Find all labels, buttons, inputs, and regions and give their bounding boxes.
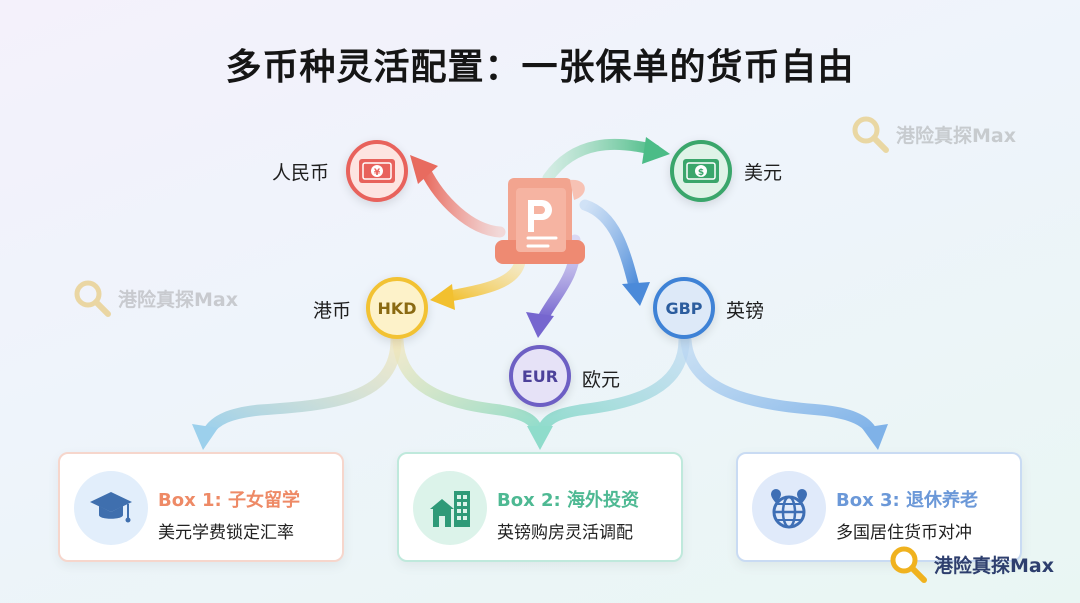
arrow-to-hkd [439,256,526,303]
box-subtitle: 多国居住货币对冲 [836,523,972,543]
arrowhead-cny [410,155,438,184]
gbp-label: 英镑 [726,300,765,322]
arrowhead-box3 [862,424,888,450]
box-subtitle: 美元学费锁定汇率 [158,523,294,543]
eur-label: 欧元 [582,369,621,391]
box-icon-circle [74,471,148,545]
eur-node: EUR [509,345,571,407]
banknote-yuan-icon: ¥ [359,159,395,183]
box-title: Box 1: 子女留学 [158,490,300,511]
arrowhead-gbp [622,282,650,306]
magnifier-icon [852,116,889,153]
flow-hkd-box2 [392,334,544,438]
box-title: Box 2: 海外投资 [497,490,639,511]
watermark-text: 港险真探Max [896,124,1016,147]
flow-hkd-box1 [202,334,402,438]
arrow-to-gbp [579,199,641,296]
arrow-to-cny [419,164,506,238]
box-subtitle: 英镑购房灵活调配 [497,523,633,543]
flow-gbp-box3 [680,334,878,438]
usd-node: $ [670,140,732,202]
arrowhead-hkd [430,284,455,310]
box-icon-circle [752,471,826,545]
arrowhead-box2 [527,426,553,450]
watermark-text: 港险真探Max [118,288,238,311]
cny-label: 人民币 [272,162,330,184]
box-title: Box 3: 退休养老 [836,490,978,511]
watermark-bottom-right: 港险真探Max [888,544,1054,584]
box-icon-circle [413,471,487,545]
box-study-abroad: Box 1: 子女留学 美元学费锁定汇率 [58,452,344,562]
flow-gbp-box2 [536,334,690,438]
globe-pin-icon [771,489,807,529]
eur-code: EUR [521,366,559,386]
arrow-to-usd [542,138,661,184]
banknote-dollar-icon: $ [683,159,719,183]
gbp-node: GBP [653,277,715,339]
hkd-node: HKD [366,277,428,339]
arrowhead-eur [526,312,554,338]
hkd-code: HKD [377,298,417,318]
box-retirement: Box 3: 退休养老 多国居住货币对冲 [736,452,1022,562]
watermark-text: 港险真探Max [934,554,1054,577]
page-title: 多币种灵活配置：一张保单的货币自由 [225,47,855,88]
graduation-cap-icon [90,492,132,523]
watermark-left: 港险真探Max [72,278,238,318]
usd-label: 美元 [744,162,783,184]
gbp-code: GBP [665,298,703,318]
arrowhead-box1 [192,424,218,450]
watermark-top-right: 港险真探Max [850,114,1016,154]
hkd-label: 港币 [313,300,352,322]
dollar-symbol: $ [698,168,704,178]
magnifier-icon [890,546,927,583]
cny-node: ¥ [346,140,408,202]
magnifier-icon [74,280,111,317]
policy-document-icon [495,178,585,264]
box-overseas-investment: Box 2: 海外投资 英镑购房灵活调配 [397,452,683,562]
buildings-icon [430,491,470,527]
arrowhead-usd [642,137,670,164]
yuan-symbol: ¥ [374,168,381,178]
